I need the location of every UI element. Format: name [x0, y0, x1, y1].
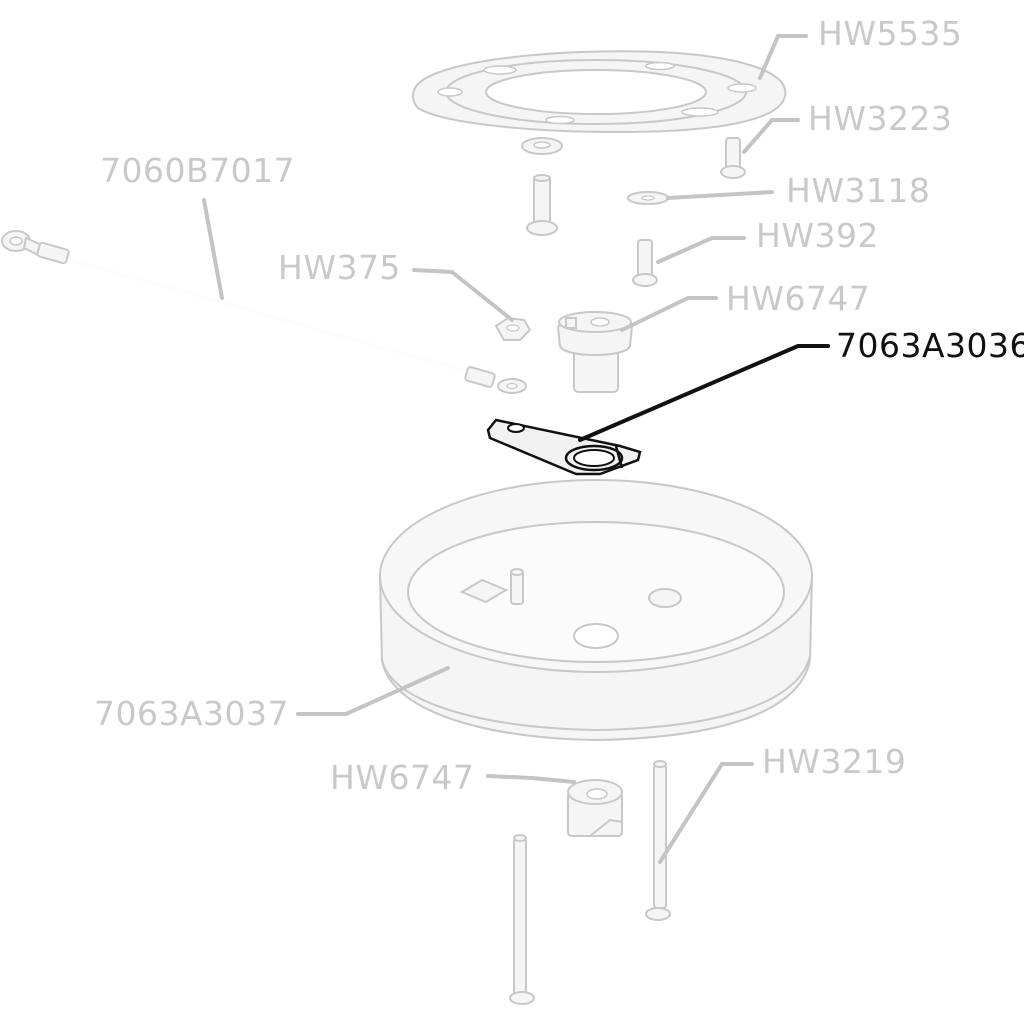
- screw-hw3223[interactable]: [720, 137, 746, 179]
- bushing-hw6747-top[interactable]: [556, 311, 634, 393]
- label-hw3223: HW3223: [808, 99, 952, 138]
- label-hw392: HW392: [756, 216, 879, 255]
- mounting-plate-hw5535[interactable]: [412, 50, 787, 134]
- label-hw3219: HW3219: [762, 742, 906, 781]
- leader-hw6747-top: [620, 296, 718, 332]
- leader-hw5535: [758, 34, 808, 80]
- label-7060b7017: 7060B7017: [100, 151, 295, 190]
- screw-hw392[interactable]: [632, 239, 658, 287]
- label-hw3118: HW3118: [786, 171, 930, 210]
- leader-hw3219: [658, 762, 754, 864]
- leader-hw6747-bottom: [486, 774, 576, 784]
- leader-hw392: [656, 236, 746, 264]
- screw-hw3219[interactable]: [645, 760, 671, 921]
- nut-hw375[interactable]: [494, 316, 532, 341]
- wire-harness-7060b7017[interactable]: [1, 230, 527, 394]
- label-7063a3036: 7063A3036: [836, 326, 1024, 365]
- standoff-post[interactable]: [526, 174, 558, 236]
- leader-hw375: [412, 268, 514, 322]
- leader-hw3223: [742, 118, 800, 154]
- label-hw6747-top: HW6747: [726, 279, 870, 318]
- label-hw375: HW375: [278, 248, 401, 287]
- leader-hw3118: [666, 190, 774, 200]
- base-pan-7063a3037[interactable]: [378, 479, 814, 742]
- washer[interactable]: [521, 137, 563, 155]
- label-hw6747-bottom: HW6747: [330, 758, 474, 797]
- bushing-hw6747-bottom[interactable]: [567, 779, 623, 837]
- long-screw[interactable]: [509, 834, 535, 1005]
- label-hw5535: HW5535: [818, 14, 962, 53]
- label-7063a3037: 7063A3037: [94, 694, 289, 733]
- washer-hw3118[interactable]: [627, 191, 669, 205]
- leader-7060b7017: [202, 198, 224, 300]
- leader-7063a3036: [578, 344, 830, 442]
- bracket-7063a3036[interactable]: [486, 418, 642, 476]
- leader-7063a3037: [296, 666, 450, 716]
